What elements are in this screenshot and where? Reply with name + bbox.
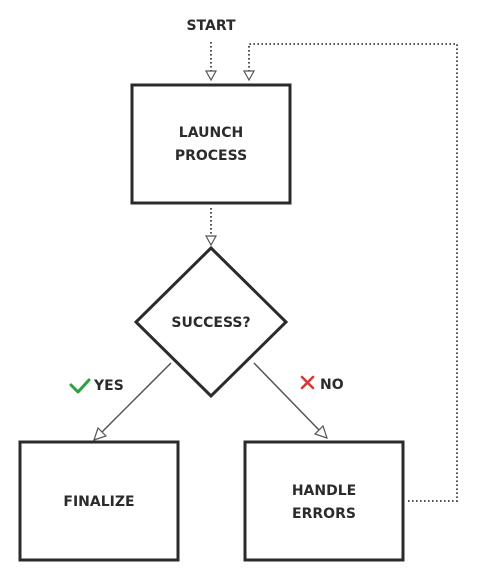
finalize-label: FINALIZE: [63, 494, 134, 510]
launch-to-decision-arrowhead: [204, 235, 218, 247]
finalize-box: [18, 440, 180, 562]
no-branch-line: [253, 362, 320, 431]
retry-loop-line: [248, 43, 458, 502]
check-icon: [69, 378, 91, 394]
yes-branch-line: [101, 362, 172, 433]
launch-process-box: [130, 83, 292, 205]
launch-process-label-line2: PROCESS: [175, 148, 247, 164]
handle-errors-label-line2: ERRORS: [292, 506, 356, 522]
handle-errors-box: [243, 440, 405, 562]
yes-label: YES: [93, 378, 124, 394]
retry-loop-arrowhead: [242, 70, 256, 82]
yes-branch-arrowhead: [93, 426, 108, 441]
launch-process-label-line1: LAUNCH: [179, 125, 243, 141]
cross-icon: [300, 375, 315, 390]
success-decision-diamond: [133, 245, 289, 399]
no-branch-arrowhead: [313, 424, 328, 439]
no-label: NO: [320, 377, 344, 393]
handle-errors-label-line1: HANDLE: [292, 483, 356, 499]
start-arrowhead: [204, 70, 218, 82]
success-decision-label: SUCCESS?: [171, 315, 250, 331]
start-label: START: [186, 18, 236, 34]
